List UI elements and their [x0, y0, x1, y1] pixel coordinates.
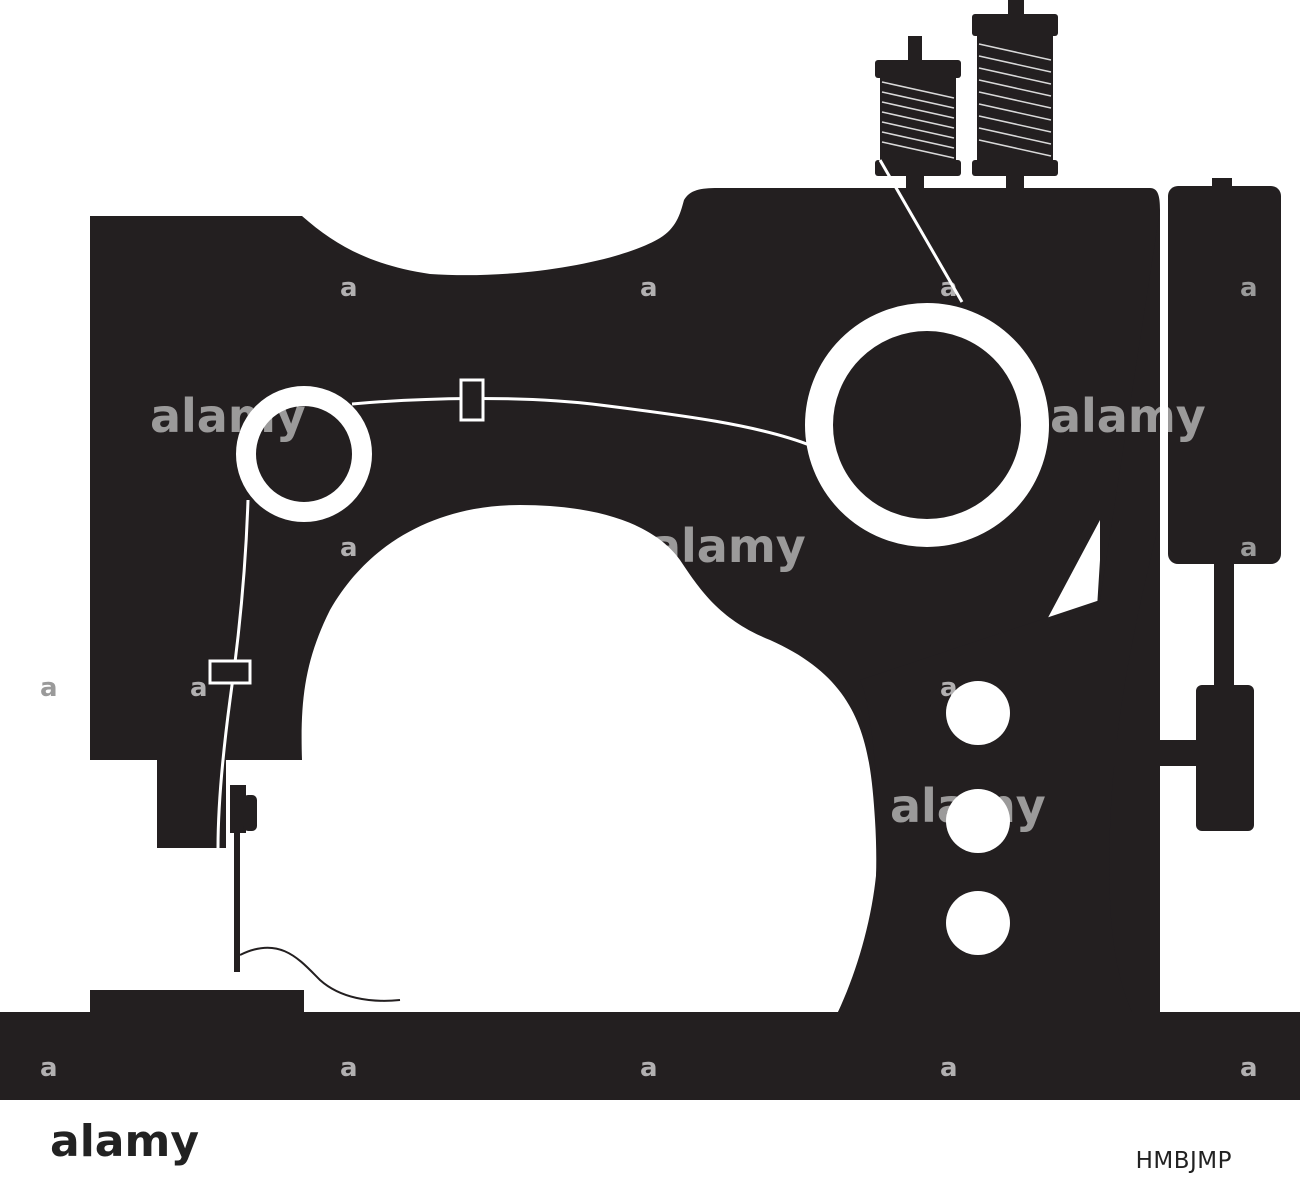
handwheel-top-knob: [1212, 178, 1232, 190]
svg-text:a: a: [640, 1053, 658, 1083]
control-button-2: [946, 789, 1010, 853]
handwheel-lower-block: [1196, 685, 1254, 831]
svg-text:a: a: [1240, 1053, 1258, 1083]
needle-clamp: [230, 785, 246, 833]
thread-spool-left: [875, 36, 961, 190]
watermark-layer: a a a a alamy alamy a alamy a a a a alam…: [40, 273, 1258, 1083]
image-id: HMBJMP: [1135, 1148, 1232, 1174]
svg-text:a: a: [340, 1053, 358, 1083]
needle-screw: [243, 795, 257, 831]
svg-text:alamy: alamy: [150, 389, 306, 443]
svg-text:a: a: [40, 673, 58, 703]
large-wheel: [805, 303, 1049, 547]
handwheel-connector: [1100, 740, 1200, 766]
machine-pillar: [838, 210, 1160, 1012]
svg-text:a: a: [640, 273, 658, 303]
svg-text:a: a: [340, 273, 358, 303]
svg-text:a: a: [1240, 533, 1258, 563]
thread-guide-side: [208, 659, 252, 685]
svg-text:a: a: [940, 1053, 958, 1083]
thread-spool-right: [972, 0, 1058, 190]
presser-plate: [90, 990, 304, 1016]
machine-base: [0, 1012, 1300, 1100]
svg-text:a: a: [940, 273, 958, 303]
loose-thread: [239, 946, 401, 1002]
thread-path: [216, 159, 964, 849]
small-wheel: [236, 386, 372, 522]
svg-text:a: a: [1240, 273, 1258, 303]
control-button-1: [946, 681, 1010, 745]
sewing-machine-illustration: a a a a alamy alamy a alamy a a a a alam…: [0, 0, 1300, 1100]
svg-text:alamy: alamy: [650, 519, 806, 573]
alamy-logo: alamy: [50, 1116, 199, 1167]
handwheel-shaft: [1214, 560, 1234, 690]
svg-text:a: a: [190, 673, 208, 703]
control-button-3: [946, 891, 1010, 955]
svg-text:alamy: alamy: [1050, 389, 1206, 443]
svg-text:a: a: [940, 673, 958, 703]
handwheel: [1168, 186, 1281, 564]
thread-guide-top: [459, 378, 485, 422]
svg-text:a: a: [340, 533, 358, 563]
svg-text:a: a: [40, 1053, 58, 1083]
svg-text:alamy: alamy: [890, 779, 1046, 833]
stock-footer: alamy HMBJMP: [0, 1100, 1300, 1193]
needle: [234, 830, 240, 972]
svg-text:alamy: alamy: [50, 1116, 199, 1167]
